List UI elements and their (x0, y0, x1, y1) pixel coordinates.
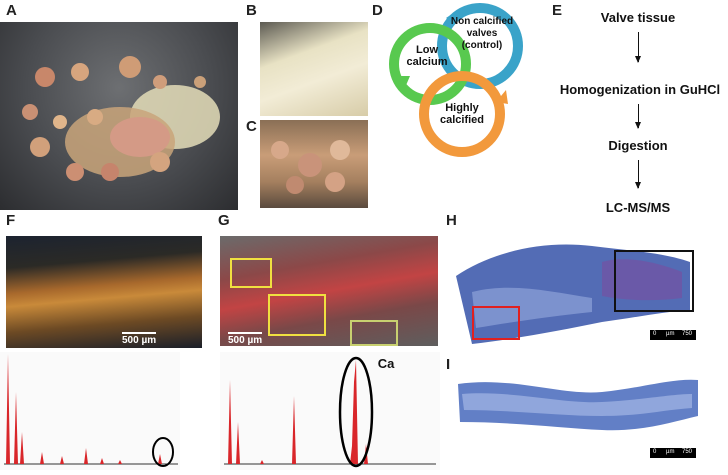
workflow-arrow-3 (635, 160, 641, 189)
cycle-ring-highly-calcified (419, 71, 505, 157)
scale-h-left: 0 (653, 331, 657, 337)
tissue-section-i (458, 379, 698, 431)
workflow-arrow-1 (635, 32, 641, 63)
panel-label-i: I (446, 356, 451, 373)
tissue-section-h (456, 244, 690, 344)
scale-box-h: 0 µm 750 (650, 330, 696, 340)
panel-label-g: G (218, 212, 230, 229)
photo-valve-tissue-dish (0, 22, 238, 210)
panel-label-c: C (246, 118, 257, 135)
micrograph-h (452, 232, 702, 350)
highlight-box-g-3 (350, 320, 398, 346)
scale-h-right: 750 (682, 331, 693, 337)
cycle-label-low-calcium: Low calcium (406, 44, 448, 68)
eds-ca-circle-f (152, 437, 174, 467)
scale-i-right: 750 (682, 449, 693, 455)
highlight-box-g-2 (268, 294, 326, 336)
scale-h-unit: µm (666, 331, 675, 337)
eds-ca-label: Ca (377, 356, 395, 371)
tissue-pieces-a (22, 56, 220, 181)
cycle-arrowhead-blue (446, 10, 458, 24)
tissue-pieces-c (271, 140, 350, 194)
cycle-label-highly-calcified: Highly calcified (439, 102, 485, 126)
cycle-arrowhead-green (396, 76, 410, 90)
workflow-arrow-2 (635, 104, 641, 129)
panel-label-f: F (6, 212, 16, 229)
panel-label-e: E (552, 2, 563, 19)
eds-spectrum-f (0, 352, 180, 470)
micrograph-i (452, 370, 702, 452)
panel-label-h: H (446, 212, 457, 229)
micrograph-g: 500 µm (220, 236, 438, 346)
workflow-step-digestion: Digestion (608, 138, 668, 153)
scale-bar-g: 500 µm (228, 332, 263, 346)
panel-label-d: D (372, 2, 383, 19)
highlight-box-h-red (472, 306, 520, 340)
highlight-box-h-black (614, 250, 694, 312)
workflow-step-homogenization: Homogenization in GuHCl (559, 82, 721, 97)
scale-i-unit: µm (666, 449, 675, 455)
workflow-step-valve-tissue: Valve tissue (600, 10, 676, 25)
micrograph-f: 500 µm (6, 236, 202, 348)
photo-close-up-b (260, 22, 368, 116)
scale-box-i: 0 µm 750 (650, 448, 696, 458)
photo-close-up-c (260, 120, 368, 208)
scale-i-left: 0 (653, 449, 657, 455)
eds-ca-circle-g (338, 356, 374, 468)
scale-bar-f: 500 µm (122, 332, 157, 346)
panel-label-a: A (6, 2, 17, 19)
highlight-box-g-1 (230, 258, 272, 288)
eds-spectrum-g (220, 352, 440, 470)
cycle-label-non-calcified: Non calcified valves (control) (450, 16, 514, 51)
cycle-arrowhead-orange (496, 90, 508, 104)
workflow-step-lc-ms-ms: LC-MS/MS (605, 200, 671, 215)
panel-label-b: B (246, 2, 257, 19)
cycle-diagram (389, 3, 523, 157)
